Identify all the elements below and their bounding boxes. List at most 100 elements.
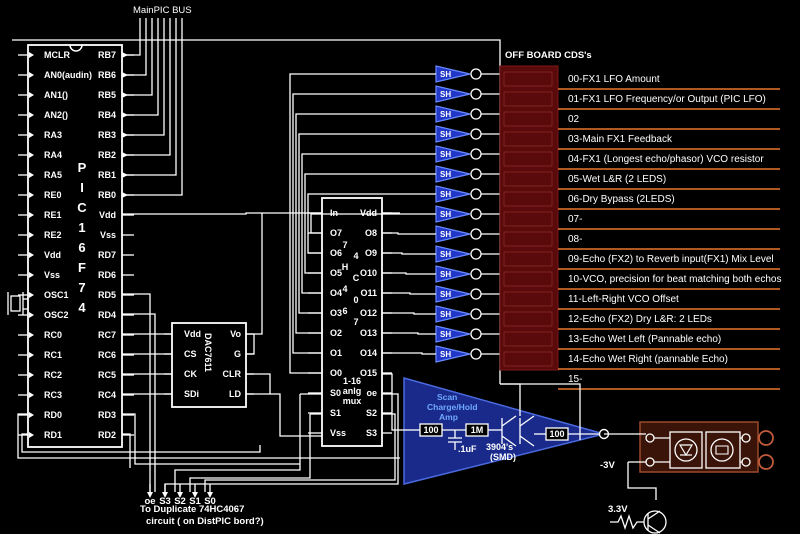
pic-name-char: F: [78, 260, 86, 275]
pic-right-pins: RB7RB6RB5RB4RB3RB2RB1RB0VddVssRD7RD6RD5R…: [98, 50, 134, 440]
cds-cell: [503, 311, 553, 327]
mux-name-char: 4: [342, 284, 347, 294]
dac-right-pin-label: LD: [229, 389, 241, 399]
bottom-transistor: [610, 510, 667, 534]
pic-right-pin-label: RC4: [98, 390, 116, 400]
bottom-bus-label: S2: [174, 496, 186, 507]
pic-left-pin-label: RC2: [44, 370, 62, 380]
pic-right-pin-label: RC5: [98, 370, 116, 380]
pic-chip: [27, 44, 123, 448]
sh-output-node: [470, 68, 482, 80]
pic-left-pin-label: OSC2: [44, 310, 69, 320]
cds-label: 07-: [568, 214, 582, 225]
mux-left-pin-label: O2: [330, 328, 342, 338]
amp-label-2: Charge/Hold: [427, 402, 478, 412]
sh-input-wire: [298, 133, 436, 314]
mux-name-char: H: [342, 262, 349, 272]
sh-label: SH: [440, 70, 451, 79]
transistor-label-2: (SMD): [490, 452, 516, 462]
pic-left-pin-label: Vss: [44, 270, 60, 280]
pic-right-pin-label: RC6: [98, 350, 116, 360]
pic-left-pin-arrow: [29, 92, 34, 98]
bus-title: MainPIC BUS: [133, 5, 192, 16]
bus-line: [122, 18, 177, 176]
cds-cell: [503, 151, 553, 167]
mux-right-pin-label: S3: [366, 428, 377, 438]
cds-cell: [503, 171, 553, 187]
pic-left-pin-label: RC3: [44, 390, 62, 400]
sh-output-node: [470, 288, 482, 300]
mux-part-name: 74HC4067: [342, 240, 360, 327]
bottom-bus-arrow: [162, 492, 168, 498]
mux-right-pin-label: oe: [366, 388, 377, 398]
mux-right-pin-label: Vdd: [360, 208, 377, 218]
transistor-1: [501, 415, 517, 447]
sh-output-node: [470, 208, 482, 220]
neg-voltage-wire: [627, 461, 657, 500]
dac-right-pin-label: Vo: [230, 329, 241, 339]
mux-name-char: C: [353, 273, 360, 283]
sh-input-wire: [292, 93, 436, 354]
mux-left-pin-label: O0: [330, 368, 342, 378]
mux-right-pin-label: O8: [365, 228, 377, 238]
pic-left-pin-label: RA5: [44, 170, 62, 180]
pic-left-pin-label: RC0: [44, 330, 62, 340]
sh-input-wire: [382, 272, 436, 275]
pic-left-pin-label: OSC1: [44, 290, 69, 300]
pic-left-pin-label: AN2(): [44, 110, 68, 120]
mux-left-pin-label: S0: [330, 388, 341, 398]
mux-left-pin-label: Vss: [330, 428, 346, 438]
sh-input-wire: [310, 213, 436, 234]
neg-voltage-label: -3V: [600, 460, 615, 471]
sh-input-wire: [382, 252, 436, 255]
dac-left-pin-label: SDi: [184, 389, 199, 399]
bus-line: [122, 18, 153, 96]
mux-name-char: 7: [342, 240, 347, 250]
pic-left-pin-arrow: [29, 152, 34, 158]
pic-left-pin-label: RA3: [44, 130, 62, 140]
cds-block: [499, 65, 559, 371]
mux-left-pin-label: O3: [330, 308, 342, 318]
mux-right-pin-label: O15: [360, 368, 377, 378]
cds-cell: [503, 91, 553, 107]
cds-cell: [503, 211, 553, 227]
pic-left-pin-arrow: [29, 52, 34, 58]
mux-name-char: 6: [342, 306, 347, 316]
mux-desc-line: 1-16: [343, 376, 361, 386]
sh-output-node: [470, 348, 482, 360]
pic-right-pin-label: RB7: [98, 50, 116, 60]
bus-line: [122, 18, 147, 76]
sh-output-node: [470, 168, 482, 180]
sh-input-wire: [307, 193, 436, 254]
cds-cell: [503, 231, 553, 247]
pic-left-pin-label: MCLR: [44, 50, 70, 60]
pic-name-char: P: [78, 160, 87, 175]
sh-label: SH: [440, 250, 451, 259]
scan-amp: Scan Charge/Hold Amp: [403, 377, 607, 485]
pic-left-pin-label: RD0: [44, 410, 62, 420]
pic-name-char: 1: [78, 220, 85, 235]
amp-label-3: Amp: [439, 412, 458, 422]
bottom-bus-arrow: [192, 492, 198, 498]
pic-left-pin-label: RA4: [44, 150, 62, 160]
mux-name-char: 7: [353, 317, 358, 327]
cds-cell: [503, 71, 553, 87]
pic-left-pin-arrow: [29, 392, 34, 398]
sh-output-node: [470, 328, 482, 340]
sh-label: SH: [440, 330, 451, 339]
sh-output-node: [470, 228, 482, 240]
cds-cell: [503, 131, 553, 147]
bottom-bus-arrow: [177, 492, 183, 498]
bottom-bus-label: S1: [189, 496, 201, 507]
pic-left-pin-arrow: [29, 432, 34, 438]
pic-left-pin-arrow: [29, 372, 34, 378]
pos-voltage-label: 3.3V: [608, 504, 628, 515]
mux-left-pin-label: O7: [330, 228, 342, 238]
cds-label: 02: [568, 114, 580, 125]
pic-left-pin-label: RD1: [44, 430, 62, 440]
pic-name-char: 4: [78, 300, 86, 315]
